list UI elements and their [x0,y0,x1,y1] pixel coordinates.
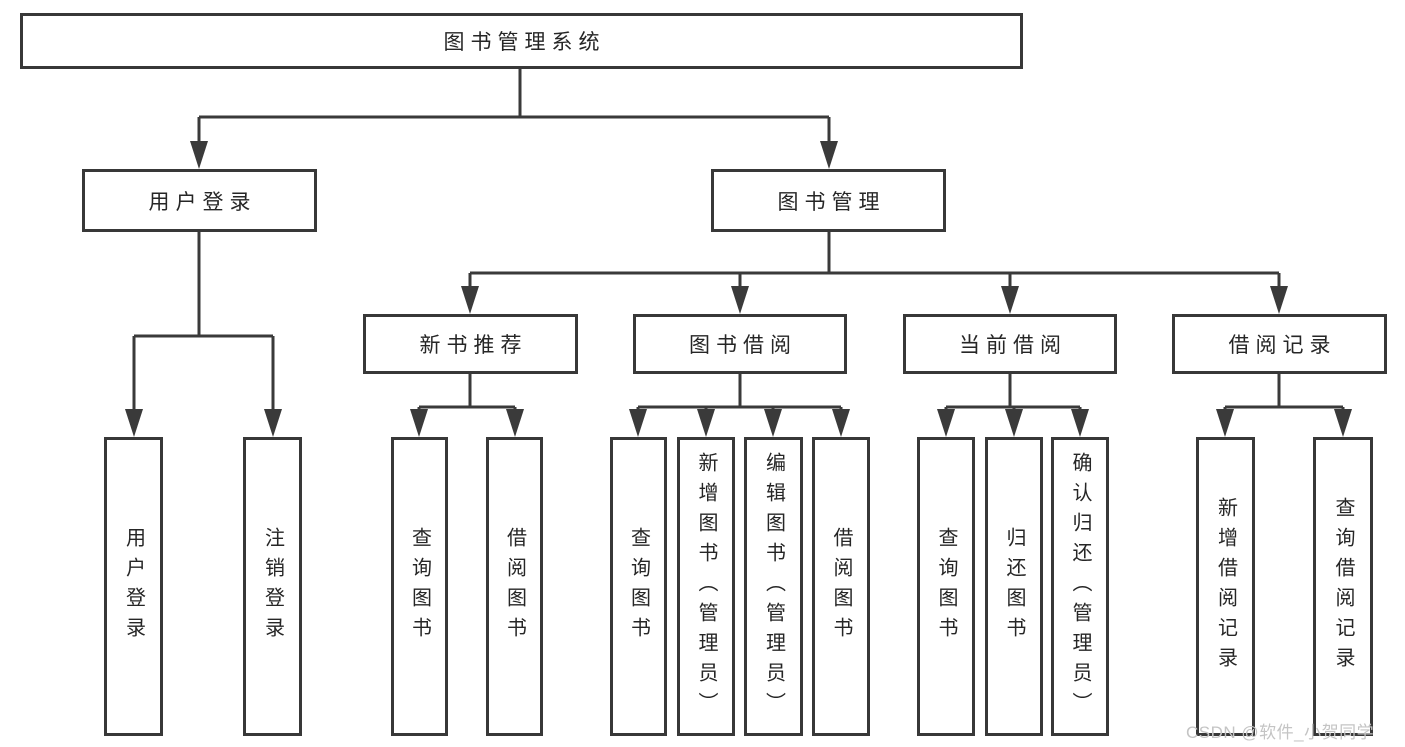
csdn-watermark: CSDN @软件_小贺同学 [1186,723,1375,742]
arrowhead-icon [1334,409,1352,437]
node-label: 图书管理 [777,190,886,214]
node-label: 图书借阅 [689,334,797,357]
node-label: 查询借阅记录 [1332,496,1354,677]
node-label: 借阅记录 [1228,334,1337,357]
node-leaf-return-books: 归还图书 [985,437,1043,736]
node-label: 新书推荐 [419,334,528,357]
node-user-login-branch: 用户登录 [82,169,317,232]
arrowhead-icon [1071,409,1089,437]
node-book-borrowing: 图书借阅 [633,314,847,374]
node-label: 当前借阅 [959,334,1067,357]
node-label: 查询图书 [935,526,957,647]
arrowhead-icon [937,409,955,437]
node-borrowing-records: 借阅记录 [1172,314,1387,374]
node-label: 借阅图书 [830,526,852,647]
arrowhead-icon [506,409,524,437]
node-leaf-query-borrow-record: 查询借阅记录 [1313,437,1373,736]
node-leaf-query-books-current: 查询图书 [917,437,975,736]
arrowhead-icon [1001,286,1019,314]
arrowhead-icon [461,286,479,314]
arrowhead-icon [764,409,782,437]
node-library-management-system: 图书管理系统 [20,13,1023,69]
arrowhead-icon [1216,409,1234,437]
node-label: 借阅图书 [503,526,526,647]
arrowhead-icon [820,141,838,169]
node-label: 新增图书（管理员） [695,451,717,722]
arrowhead-icon [832,409,850,437]
node-label: 编辑图书（管理员） [762,451,785,722]
node-leaf-borrow-books: 借阅图书 [812,437,870,736]
node-label: 用户登录 [148,190,257,214]
node-current-borrowing: 当前借阅 [903,314,1117,374]
node-label: 查询图书 [408,526,431,647]
arrowhead-icon [731,286,749,314]
node-book-management: 图书管理 [711,169,946,232]
node-leaf-query-books-borrow: 查询图书 [610,437,667,736]
node-leaf-add-books-admin: 新增图书（管理员） [677,437,735,736]
node-label: 确认归还（管理员） [1069,451,1091,722]
arrowhead-icon [264,409,282,437]
node-leaf-borrow-books-recommend: 借阅图书 [486,437,543,736]
arrowhead-icon [697,409,715,437]
node-label: 图书管理系统 [443,31,606,54]
arrowhead-icon [1270,286,1288,314]
arrowhead-icon [1005,409,1023,437]
node-label: 用户登录 [122,526,145,647]
connector-segments [132,69,1345,410]
node-leaf-logout: 注销登录 [243,437,302,736]
arrowhead-icon [190,141,208,169]
arrowhead-icon [125,409,143,437]
node-label: 新增借阅记录 [1214,496,1237,677]
node-label: 查询图书 [627,526,650,647]
node-new-book-recommendation: 新书推荐 [363,314,578,374]
node-leaf-user-login: 用户登录 [104,437,163,736]
node-label: 归还图书 [1003,526,1025,647]
node-label: 注销登录 [261,526,284,647]
node-leaf-edit-books-admin: 编辑图书（管理员） [744,437,803,736]
node-leaf-query-books-recommend: 查询图书 [391,437,448,736]
node-leaf-add-borrow-record: 新增借阅记录 [1196,437,1255,736]
arrowhead-icon [410,409,428,437]
arrowhead-icon [629,409,647,437]
node-leaf-confirm-return-admin: 确认归还（管理员） [1051,437,1109,736]
arrowheads [125,141,1352,437]
